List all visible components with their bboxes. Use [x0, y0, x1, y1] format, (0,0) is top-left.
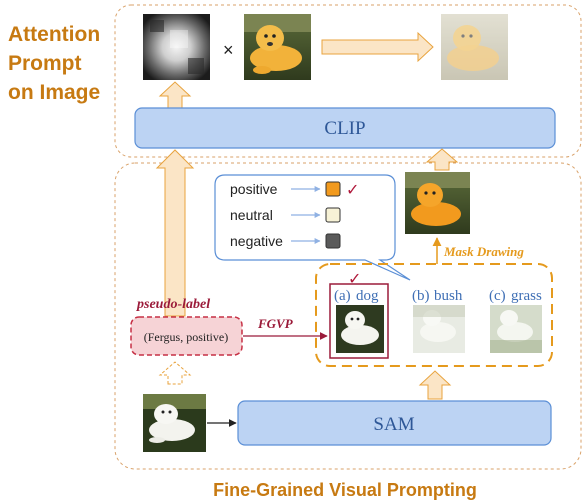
- candidate-image-dog: [336, 305, 384, 353]
- legend-bubble: [214, 174, 411, 281]
- legend-label-positive: positive: [230, 181, 278, 197]
- attention-title-line-3: on Image: [8, 81, 100, 104]
- top-region-border: [114, 4, 582, 158]
- legend-label-negative: negative: [230, 233, 283, 249]
- candidate-image-bush: [413, 305, 465, 353]
- candidate-name-bush: bush: [434, 288, 463, 304]
- legend-check-positive: ✓: [346, 182, 359, 199]
- masked-dog-image: [405, 172, 470, 234]
- attention-heatmap-image: [143, 14, 210, 80]
- candidate-prefix-bush: (b): [412, 288, 430, 304]
- candidate-prefix-dog: (a): [334, 288, 351, 304]
- fgvp-label: FGVP: [257, 316, 294, 331]
- candidate-name-grass: grass: [511, 288, 542, 304]
- candidate-image-grass: [490, 305, 542, 353]
- top-result-arrow: [321, 31, 434, 63]
- sam-to-candidates-arrow: [418, 370, 452, 400]
- clip-label: CLIP: [324, 118, 365, 139]
- input-dog-photo: [143, 394, 206, 452]
- candidate-selected-frame: [329, 283, 389, 359]
- attention-title-line-1: Attention: [8, 23, 100, 46]
- sam-label: SAM: [373, 414, 414, 435]
- bottom-region-border: [114, 162, 582, 470]
- candidate-check-dog: ✓: [348, 271, 361, 288]
- clip-to-heatmap-arrow: [158, 81, 192, 109]
- candidate-masks-box: [315, 263, 553, 367]
- legend-label-neutral: neutral: [230, 207, 273, 223]
- candidate-prefix-grass: (c): [489, 288, 506, 304]
- dog-photo-top: [244, 14, 311, 80]
- legend-swatch-negative: [325, 233, 341, 249]
- multiply-symbol: ×: [223, 40, 234, 60]
- legend-swatch-positive: [325, 181, 341, 197]
- bottom-title: Fine-Grained Visual Prompting: [213, 480, 477, 500]
- pseudo-label-title: pseudo-label: [136, 297, 210, 312]
- input-to-pseudo-label-arrow: [158, 361, 192, 385]
- clip-box: [134, 107, 556, 149]
- masked-dog-to-clip-arrow: [425, 148, 459, 171]
- pseudo-label-box: [130, 316, 243, 356]
- pseudo-label-to-clip-arrow: [155, 149, 195, 317]
- candidate-name-dog: dog: [356, 288, 379, 304]
- sam-box: [237, 400, 552, 446]
- attention-title-line-2: Prompt: [8, 52, 82, 75]
- mask-drawing-label: Mask Drawing: [443, 244, 524, 259]
- attention-result-image: [441, 14, 508, 80]
- pseudo-label-value: (Fergus, positive): [144, 330, 228, 344]
- legend-swatch-neutral: [325, 207, 341, 223]
